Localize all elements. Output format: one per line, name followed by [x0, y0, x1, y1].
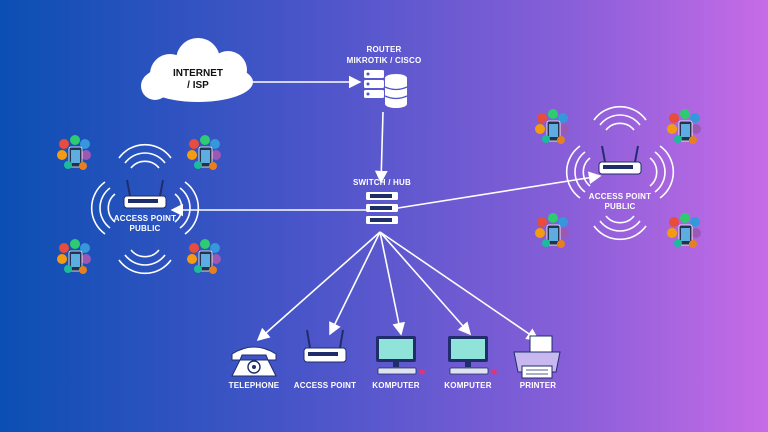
komputer-1-label: KOMPUTER — [372, 381, 420, 390]
internet-label-line1: INTERNET — [173, 68, 223, 79]
router-label: ROUTER MIKROTIK / CISCO — [324, 44, 444, 66]
internet-label: INTERNET / ISP — [170, 68, 226, 92]
komputer-2-label: KOMPUTER — [444, 381, 492, 390]
switch-icon — [366, 192, 398, 224]
switch-label: SWITCH / HUB — [353, 178, 411, 187]
router-icon — [364, 70, 408, 108]
line-switch-telephone — [256, 231, 381, 342]
access-point-right-line1: ACCESS POINT — [588, 192, 652, 201]
line-switch-komputer2 — [379, 231, 472, 336]
telephone-icon — [231, 346, 277, 377]
line-switch-printer — [379, 231, 540, 341]
access-point-right-line2: PUBLIC — [604, 202, 636, 211]
line-router-switch — [374, 111, 388, 184]
connections — [170, 75, 602, 342]
telephone-label: TELEPHONE — [228, 381, 280, 390]
router-label-line2: MIKROTIK / CISCO — [346, 56, 422, 65]
access-point-left-line2: PUBLIC — [129, 224, 161, 233]
cloud-icon — [141, 38, 253, 102]
komputer-2-icon — [448, 336, 497, 375]
printer-icon — [513, 335, 561, 379]
line-switch-access-point — [329, 231, 381, 336]
komputer-1-icon — [376, 336, 425, 375]
access-point-right-icon — [565, 105, 675, 241]
internet-label-line2: / ISP — [187, 80, 209, 91]
line-switch-komputer1 — [379, 231, 406, 336]
access-point-right-label: ACCESS POINT PUBLIC — [580, 192, 660, 212]
access-point-label: ACCESS POINT — [293, 381, 357, 390]
access-point-left-icon — [90, 143, 200, 275]
access-point-left-line1: ACCESS POINT — [113, 214, 177, 223]
router-label-line1: ROUTER — [366, 45, 402, 54]
printer-label: PRINTER — [519, 381, 557, 390]
wifi-waves-icon — [90, 143, 200, 275]
line-switch-ap-right — [397, 171, 602, 209]
access-point-left-label: ACCESS POINT PUBLIC — [105, 214, 185, 234]
access-point-icon — [303, 329, 347, 363]
